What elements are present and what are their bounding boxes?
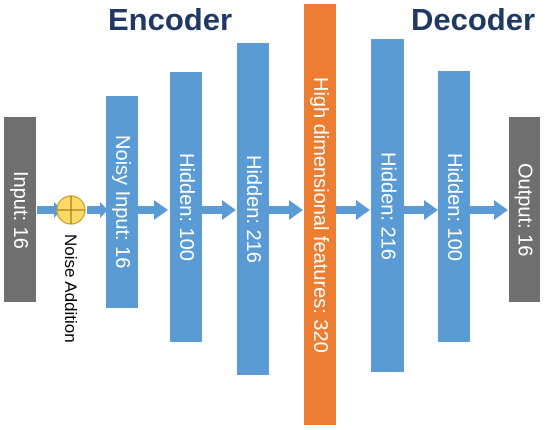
output-block: Output: 16	[509, 117, 540, 302]
arrow-noisy-input-to-hidden-100	[138, 200, 168, 220]
arrow-input-to-noise	[37, 202, 62, 218]
encoder-hidden-216-block: Hidden: 216	[237, 43, 269, 375]
arrow-noise-to-noisy-input	[87, 202, 108, 218]
input-block: Input: 16	[4, 117, 36, 302]
decoder-hidden-216-block: Hidden: 216	[371, 39, 404, 372]
noisy-input-block: Noisy Input: 16	[106, 96, 138, 308]
decoder-hidden-100-block: Hidden: 100	[438, 71, 470, 342]
decoder-hidden-216-label: Hidden: 216	[376, 151, 399, 260]
encoder-hidden-100-label: Hidden: 100	[175, 153, 197, 261]
encoder-title: Encoder	[108, 2, 233, 37]
arrow-features-to-hidden-216	[336, 200, 370, 220]
noisy-input-label: Noisy Input: 16	[111, 135, 133, 269]
high-dimensional-features-block: High dimensional features: 320	[304, 4, 336, 425]
high-dimensional-features-label: High dimensional features: 320	[309, 76, 331, 353]
encoder-hidden-216-label: Hidden: 216	[242, 155, 264, 263]
decoder-hidden-100-label: Hidden: 100	[443, 152, 465, 261]
input-label: Input: 16	[9, 170, 31, 249]
arrow-hidden-216-to-features	[269, 200, 303, 220]
noise-addition-circled-plus-icon	[56, 195, 86, 225]
noise-addition-label: Noise Addition	[61, 234, 80, 343]
decoder-title: Decoder	[411, 2, 536, 37]
arrow-hidden-100-to-hidden-216	[202, 200, 236, 220]
arrow-hidden-100-to-output	[470, 200, 508, 220]
output-label: Output: 16	[513, 162, 536, 257]
encoder-hidden-100-block: Hidden: 100	[170, 72, 202, 342]
arrow-hidden-216-to-hidden-100	[404, 200, 438, 220]
